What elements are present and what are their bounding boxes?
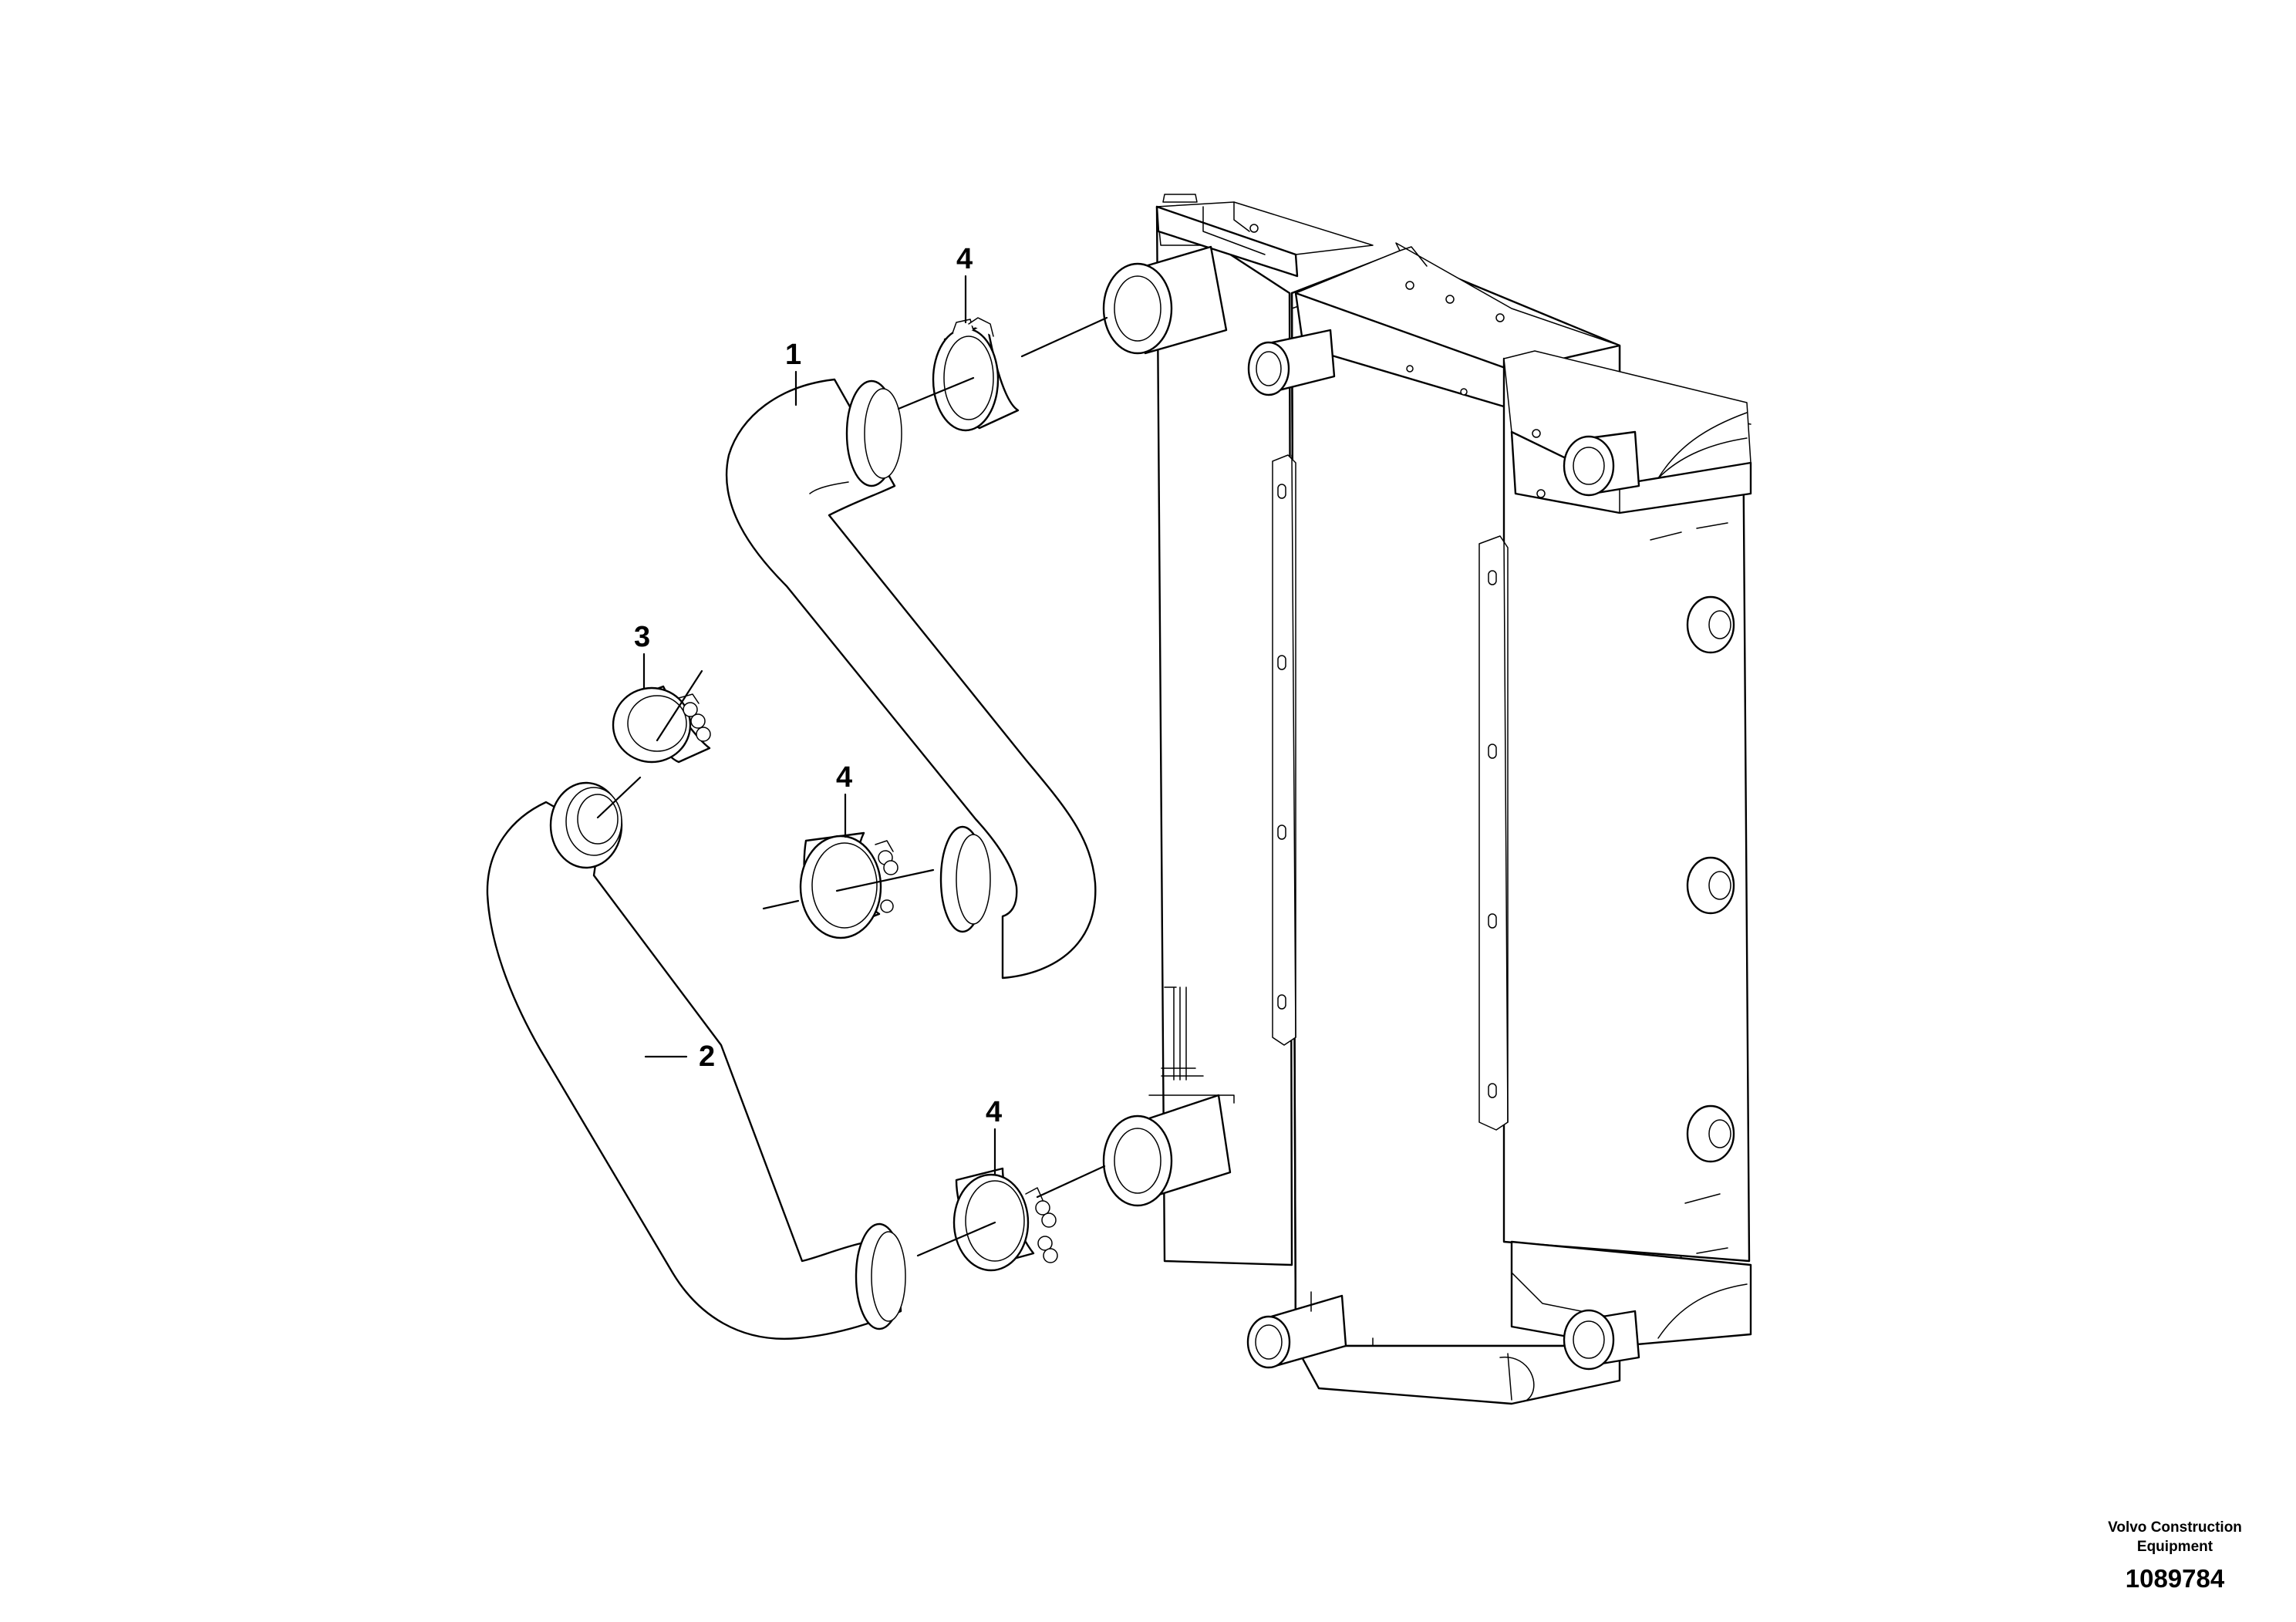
callout-4-top-number: 4 [956,243,973,275]
company-name-line1: Volvo Construction [2108,1519,2242,1536]
callout-4-middle: 4 [836,761,852,838]
company-name-line2: Equipment [2136,1539,2213,1555]
clamp-4-top [932,317,1020,432]
callout-3: 3 [634,621,650,690]
clamp-4-middle [799,831,899,939]
callout-1-number: 1 [785,339,801,371]
company-name: Volvo Construction Equipment [2052,1518,2296,1556]
hose-1 [725,378,1097,980]
clamp-4-bottom [952,1167,1058,1272]
callout-2: 2 [644,1040,715,1073]
callout-4-middle-number: 4 [836,761,852,794]
callout-1: 1 [785,339,801,406]
callout-4-top: 4 [956,243,973,324]
callout-4-bottom-number: 4 [986,1096,1002,1128]
clamp-3 [612,685,711,764]
callout-4-bottom: 4 [986,1096,1002,1175]
drawing-number: 1089784 [2125,1564,2225,1593]
callout-3-number: 3 [634,621,650,653]
callout-2-number: 2 [699,1040,715,1073]
assembly-centerlines [596,316,1108,1257]
hose-2 [486,781,906,1340]
cooler-assembly [1102,194,1752,1405]
